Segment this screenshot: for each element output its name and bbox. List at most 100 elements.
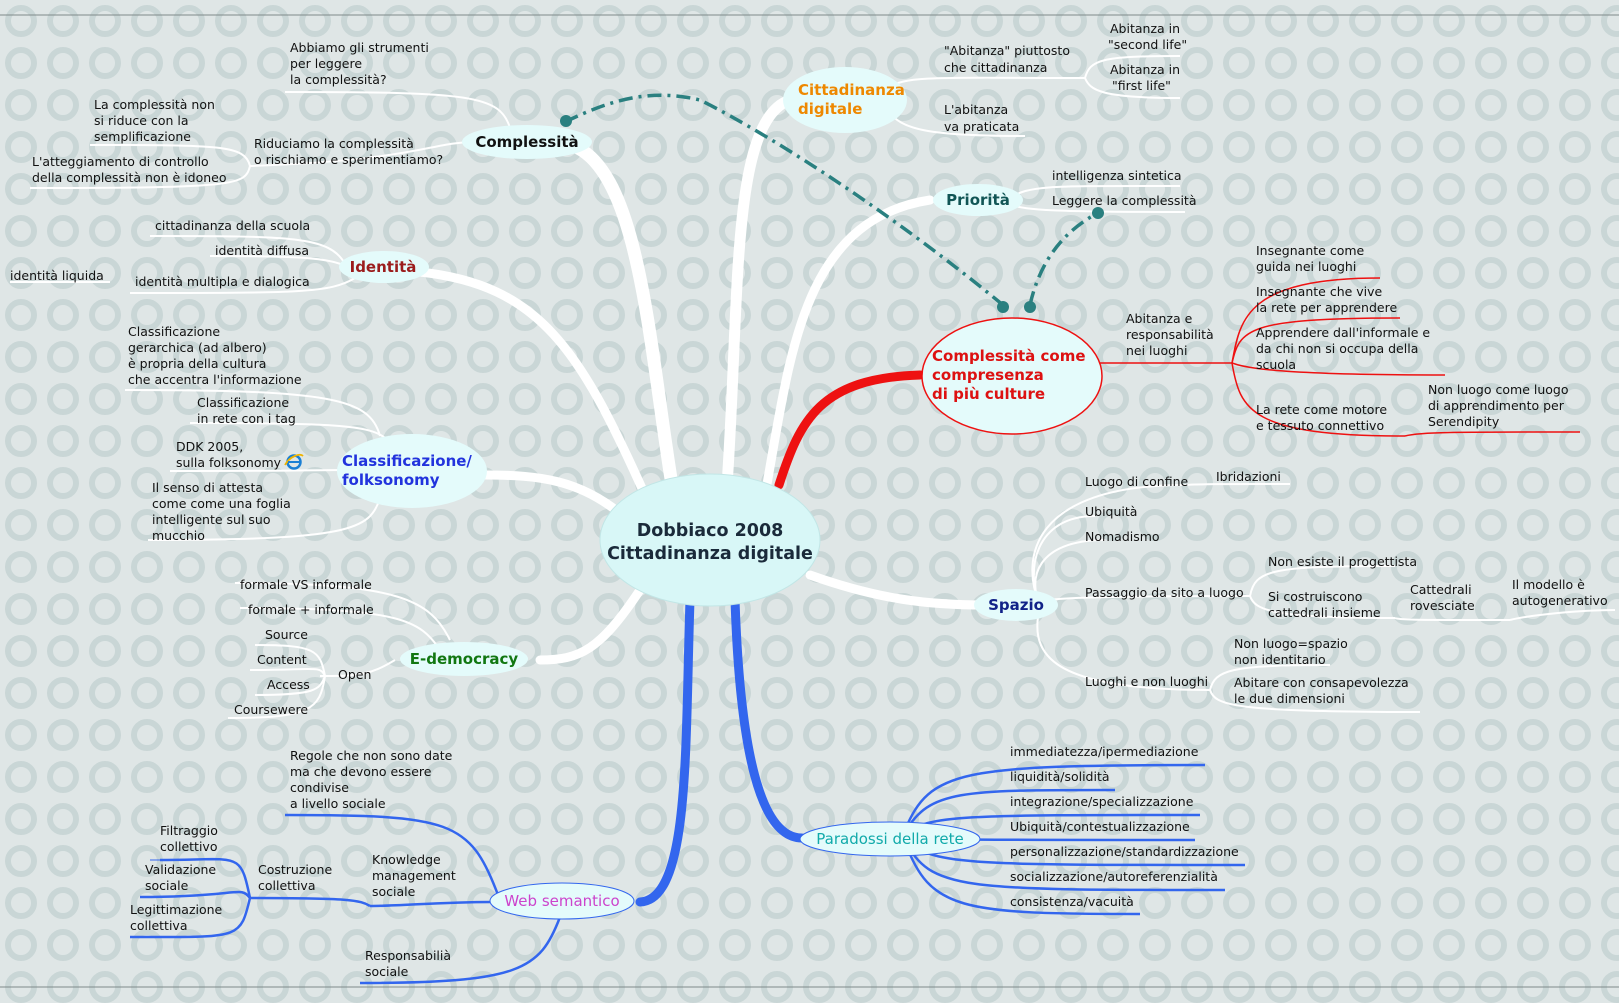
node-gerarchica-2[interactable]: gerarchica (ad albero) [128,340,267,355]
node-validazione-2[interactable]: sociale [145,878,189,893]
node-modello-2[interactable]: autogenerativo [1512,593,1608,608]
node-atteggiamento-2[interactable]: della complessità non è idoneo [32,170,226,185]
node-regole-4[interactable]: a livello sociale [290,796,386,811]
node-second-life-2[interactable]: "second life" [1108,37,1187,52]
node-costruiscono-1[interactable]: Si costruiscono [1268,589,1362,604]
node-abitare-1[interactable]: Abitare con consapevolezza [1234,675,1409,690]
node-legittimazione-1[interactable]: Legittimazione [130,902,223,917]
internet-explorer-icon[interactable] [284,453,304,470]
node-ibridazioni[interactable]: Ibridazioni [1216,469,1281,484]
node-abitare-2[interactable]: le due dimensioni [1234,691,1345,706]
node-identita-multipla[interactable]: identità multipla e dialogica [135,274,310,289]
node-senso-3[interactable]: intelligente sul suo [152,512,270,527]
node-filtraggio-1[interactable]: Filtraggio [160,823,218,838]
topic-complessita[interactable]: Complessità [462,125,592,159]
node-praticata-2[interactable]: va praticata [944,119,1019,134]
node-rete-tag-1[interactable]: Classificazione [197,395,289,410]
node-open-coursewere[interactable]: Coursewere [234,702,308,717]
node-formale-vs[interactable]: formale VS informale [240,577,372,592]
node-luoghi-non-luoghi[interactable]: Luoghi e non luoghi [1085,674,1208,689]
node-paradosso-7[interactable]: consistenza/vacuità [1010,894,1134,909]
node-riduciamo-2[interactable]: o rischiamo e sperimentiamo? [254,152,443,167]
node-abitanza-2[interactable]: che cittadinanza [944,60,1047,75]
node-identita-diffusa[interactable]: identità diffusa [215,243,309,258]
node-open-source[interactable]: Source [265,627,308,642]
node-passaggio[interactable]: Passaggio da sito a luogo [1085,585,1244,600]
node-gerarchica-1[interactable]: Classificazione [128,324,220,339]
node-identita-liquida[interactable]: identità liquida [10,268,104,283]
node-rete-tag-2[interactable]: in rete con i tag [197,411,296,426]
node-abitanza-resp-3[interactable]: nei luoghi [1126,343,1187,358]
node-regole-1[interactable]: Regole che non sono date [290,748,453,763]
node-guida-2[interactable]: guida nei luoghi [1256,259,1356,274]
node-paradosso-1[interactable]: immediatezza/ipermediazione [1010,744,1199,759]
node-atteggiamento-1[interactable]: L'atteggiamento di controllo [32,154,209,169]
node-strumenti-1[interactable]: Abbiamo gli strumenti [290,40,429,55]
node-vive-2[interactable]: la rete per apprendere [1256,300,1397,315]
node-ddk-1[interactable]: DDK 2005, [176,439,243,454]
node-non-riduce-3[interactable]: semplificazione [94,129,191,144]
node-leggere-complessita[interactable]: Leggere la complessità [1052,193,1196,208]
central-topic[interactable]: Dobbiaco 2008 Cittadinanza digitale [599,473,821,607]
node-ddk-2[interactable]: sulla folksonomy [176,455,282,470]
node-open-access[interactable]: Access [267,677,310,692]
node-paradosso-5[interactable]: personalizzazione/standardizzazione [1010,844,1239,859]
node-knowledge-1[interactable]: Knowledge [372,852,441,867]
node-non-luogo-2[interactable]: di apprendimento per [1428,398,1565,413]
node-non-luogo-3[interactable]: Serendipity [1428,414,1500,429]
node-legittimazione-2[interactable]: collettiva [130,918,188,933]
topic-paradossi[interactable]: Paradossi della rete [799,821,981,857]
node-non-riduce-2[interactable]: si riduce con la [94,113,189,128]
node-rovesciate-2[interactable]: rovesciate [1410,598,1475,613]
node-luogo-confine[interactable]: Luogo di confine [1085,474,1188,489]
topic-identita[interactable]: Identità [339,251,429,283]
topic-complessita-culture[interactable]: Complessità come compresenza di più cult… [921,317,1103,435]
node-guida-1[interactable]: Insegnante come [1256,243,1365,258]
node-spazio-non-1[interactable]: Non luogo=spazio [1234,636,1348,651]
node-open-content[interactable]: Content [257,652,307,667]
node-apprendere-3[interactable]: scuola [1256,357,1296,372]
node-gerarchica-4[interactable]: che accentra l'informazione [128,372,302,387]
topic-cittadinanza[interactable]: Cittadinanza digitale [783,67,907,133]
node-costruzione-2[interactable]: collettiva [258,878,316,893]
node-motore-1[interactable]: La rete come motore [1256,402,1387,417]
node-apprendere-2[interactable]: da chi non si occupa della [1256,341,1418,356]
node-apprendere-1[interactable]: Apprendere dall'informale e [1256,325,1430,340]
node-costruiscono-2[interactable]: cattedrali insieme [1268,605,1381,620]
node-vive-1[interactable]: Insegnante che vive [1256,284,1383,299]
node-intelligenza-sintetica[interactable]: intelligenza sintetica [1052,168,1182,183]
node-knowledge-3[interactable]: sociale [372,884,416,899]
node-paradosso-6[interactable]: socializzazione/autoreferenzialità [1010,869,1218,884]
node-strumenti-2[interactable]: per leggere [290,56,362,71]
node-validazione-1[interactable]: Validazione [145,862,216,877]
topic-spazio[interactable]: Spazio [974,589,1058,621]
node-senso-4[interactable]: mucchio [152,528,205,543]
topic-websemantico[interactable]: Web semantico [489,882,635,920]
node-costruzione-1[interactable]: Costruzione [258,862,332,877]
node-paradosso-4[interactable]: Ubiquità/contestualizzazione [1010,819,1190,834]
node-responsabilita-1[interactable]: Responsabilià [365,948,451,963]
node-riduciamo-1[interactable]: Riduciamo la complessità [254,136,414,151]
node-non-riduce-1[interactable]: La complessità non [94,97,215,112]
node-progettista[interactable]: Non esiste il progettista [1268,554,1417,569]
node-filtraggio-2[interactable]: collettivo [160,839,217,854]
node-paradosso-2[interactable]: liquidità/solidità [1010,769,1110,784]
node-abitanza-1[interactable]: "Abitanza" piuttosto [944,43,1070,58]
node-non-luogo-1[interactable]: Non luogo come luogo [1428,382,1568,397]
node-regole-2[interactable]: ma che devono essere [290,764,432,779]
node-senso-1[interactable]: Il senso di attesta [152,480,263,495]
node-cittadinanza-scuola[interactable]: cittadinanza della scuola [155,218,310,233]
node-paradosso-3[interactable]: integrazione/specializzazione [1010,794,1194,809]
node-abitanza-resp-1[interactable]: Abitanza e [1126,311,1193,326]
node-praticata-1[interactable]: L'abitanza [944,102,1008,117]
node-second-life-1[interactable]: Abitanza in [1110,21,1180,36]
node-formale-plus[interactable]: formale + informale [248,602,374,617]
node-rovesciate-1[interactable]: Cattedrali [1410,582,1472,597]
node-modello-1[interactable]: Il modello è [1512,577,1585,592]
node-knowledge-2[interactable]: management [372,868,456,883]
node-nomadismo[interactable]: Nomadismo [1085,529,1160,544]
node-senso-2[interactable]: come come una foglia [152,496,291,511]
node-gerarchica-3[interactable]: è propria della cultura [128,356,266,371]
topic-priorita[interactable]: Priorità [933,184,1023,216]
node-responsabilita-2[interactable]: sociale [365,964,409,979]
